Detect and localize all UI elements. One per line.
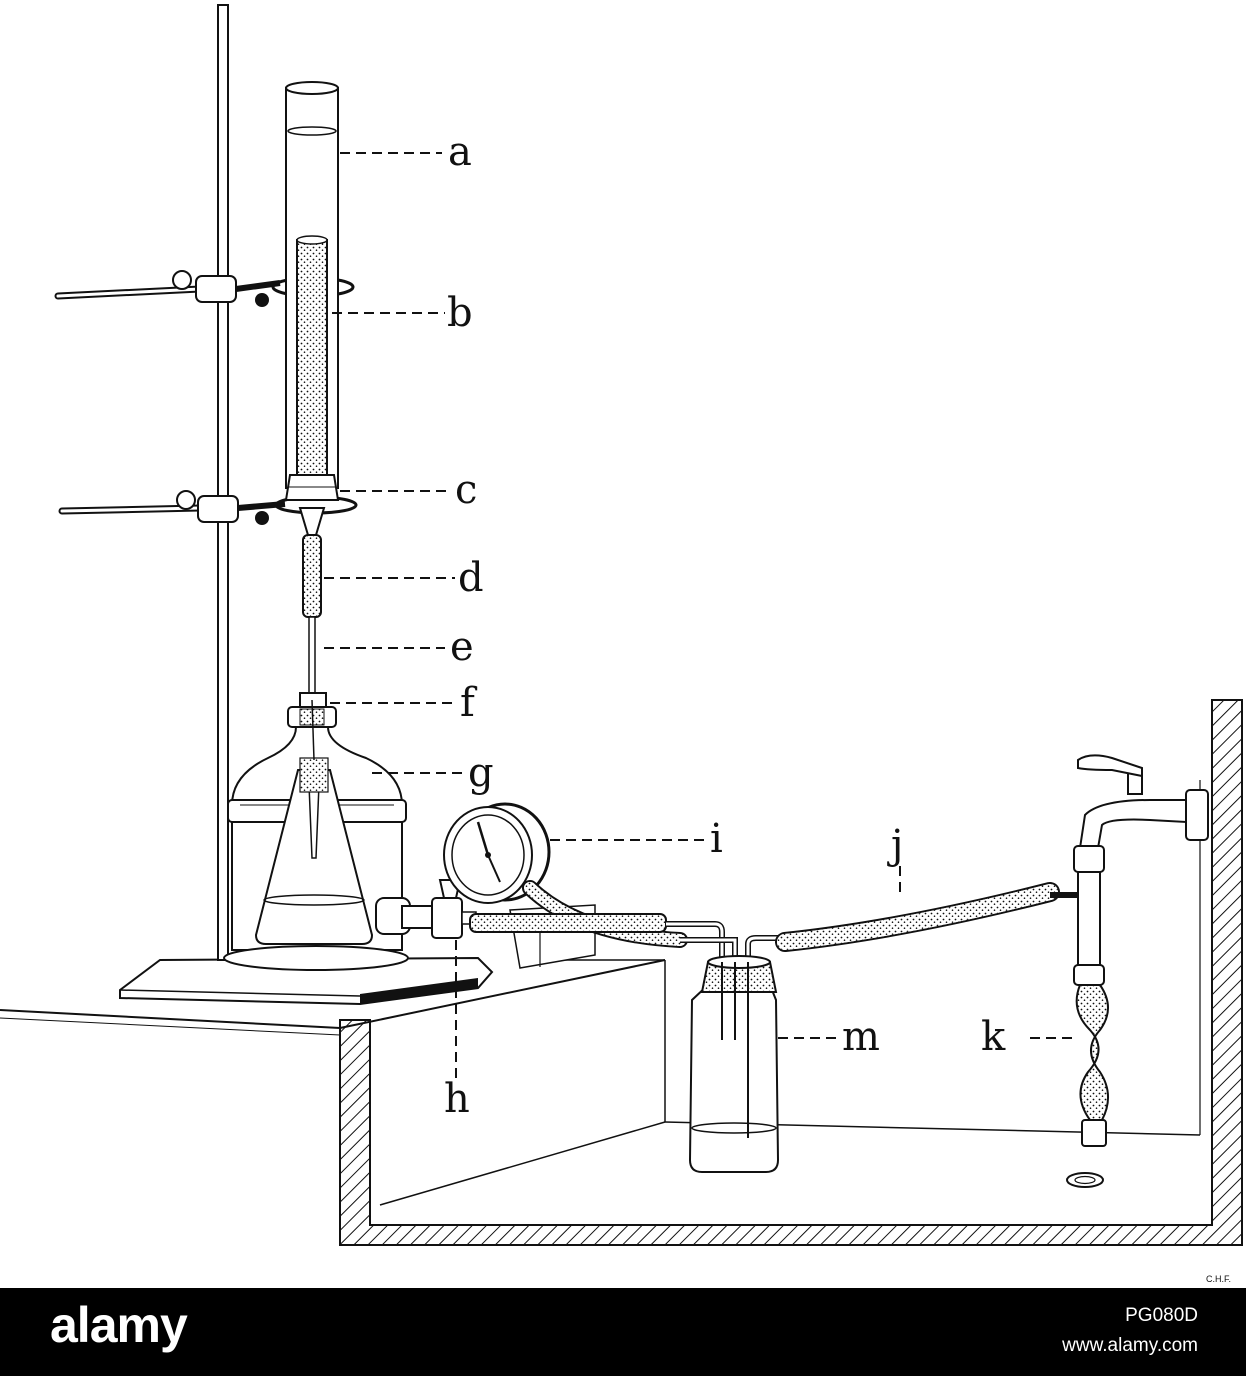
label-g: g <box>468 750 494 796</box>
label-a: a <box>448 129 472 175</box>
label-j: j <box>887 822 903 868</box>
label-c: c <box>455 467 477 513</box>
water-tap <box>1073 754 1209 1147</box>
rubber-stopper <box>284 474 340 501</box>
leader-lines <box>324 152 1075 1082</box>
upper-clamp <box>54 270 355 307</box>
brand-logo: alamy <box>50 1297 188 1353</box>
label-k: k <box>981 1014 1006 1060</box>
filter-tube <box>296 235 328 481</box>
label-e: e <box>450 624 474 670</box>
label-d: d <box>458 555 484 601</box>
vacuum-gauge <box>443 802 551 904</box>
apparatus-diagram: a b c d e f g h i j k m C.H.F. <box>0 4 1243 1284</box>
label-f: f <box>460 680 478 726</box>
table <box>0 959 666 1036</box>
site-url: www.alamy.com <box>1062 1335 1198 1356</box>
trap-bottle <box>688 955 780 1173</box>
label-b: b <box>447 290 473 336</box>
stand-rod <box>217 4 229 961</box>
stand-base <box>119 956 494 1006</box>
artist-credit: C.H.F. <box>1206 1274 1231 1284</box>
label-i: i <box>710 816 723 862</box>
receiving-flask <box>223 699 409 971</box>
watermark-footer: alamy PG080D www.alamy.com <box>0 1288 1246 1376</box>
image-id: PG080D <box>1125 1305 1198 1326</box>
label-m: m <box>842 1014 880 1060</box>
connector-tube <box>298 507 326 696</box>
hoses <box>469 880 1078 965</box>
drain <box>1066 1172 1104 1188</box>
lower-clamp <box>58 490 358 525</box>
label-h: h <box>444 1076 470 1122</box>
stopcock <box>375 879 477 939</box>
